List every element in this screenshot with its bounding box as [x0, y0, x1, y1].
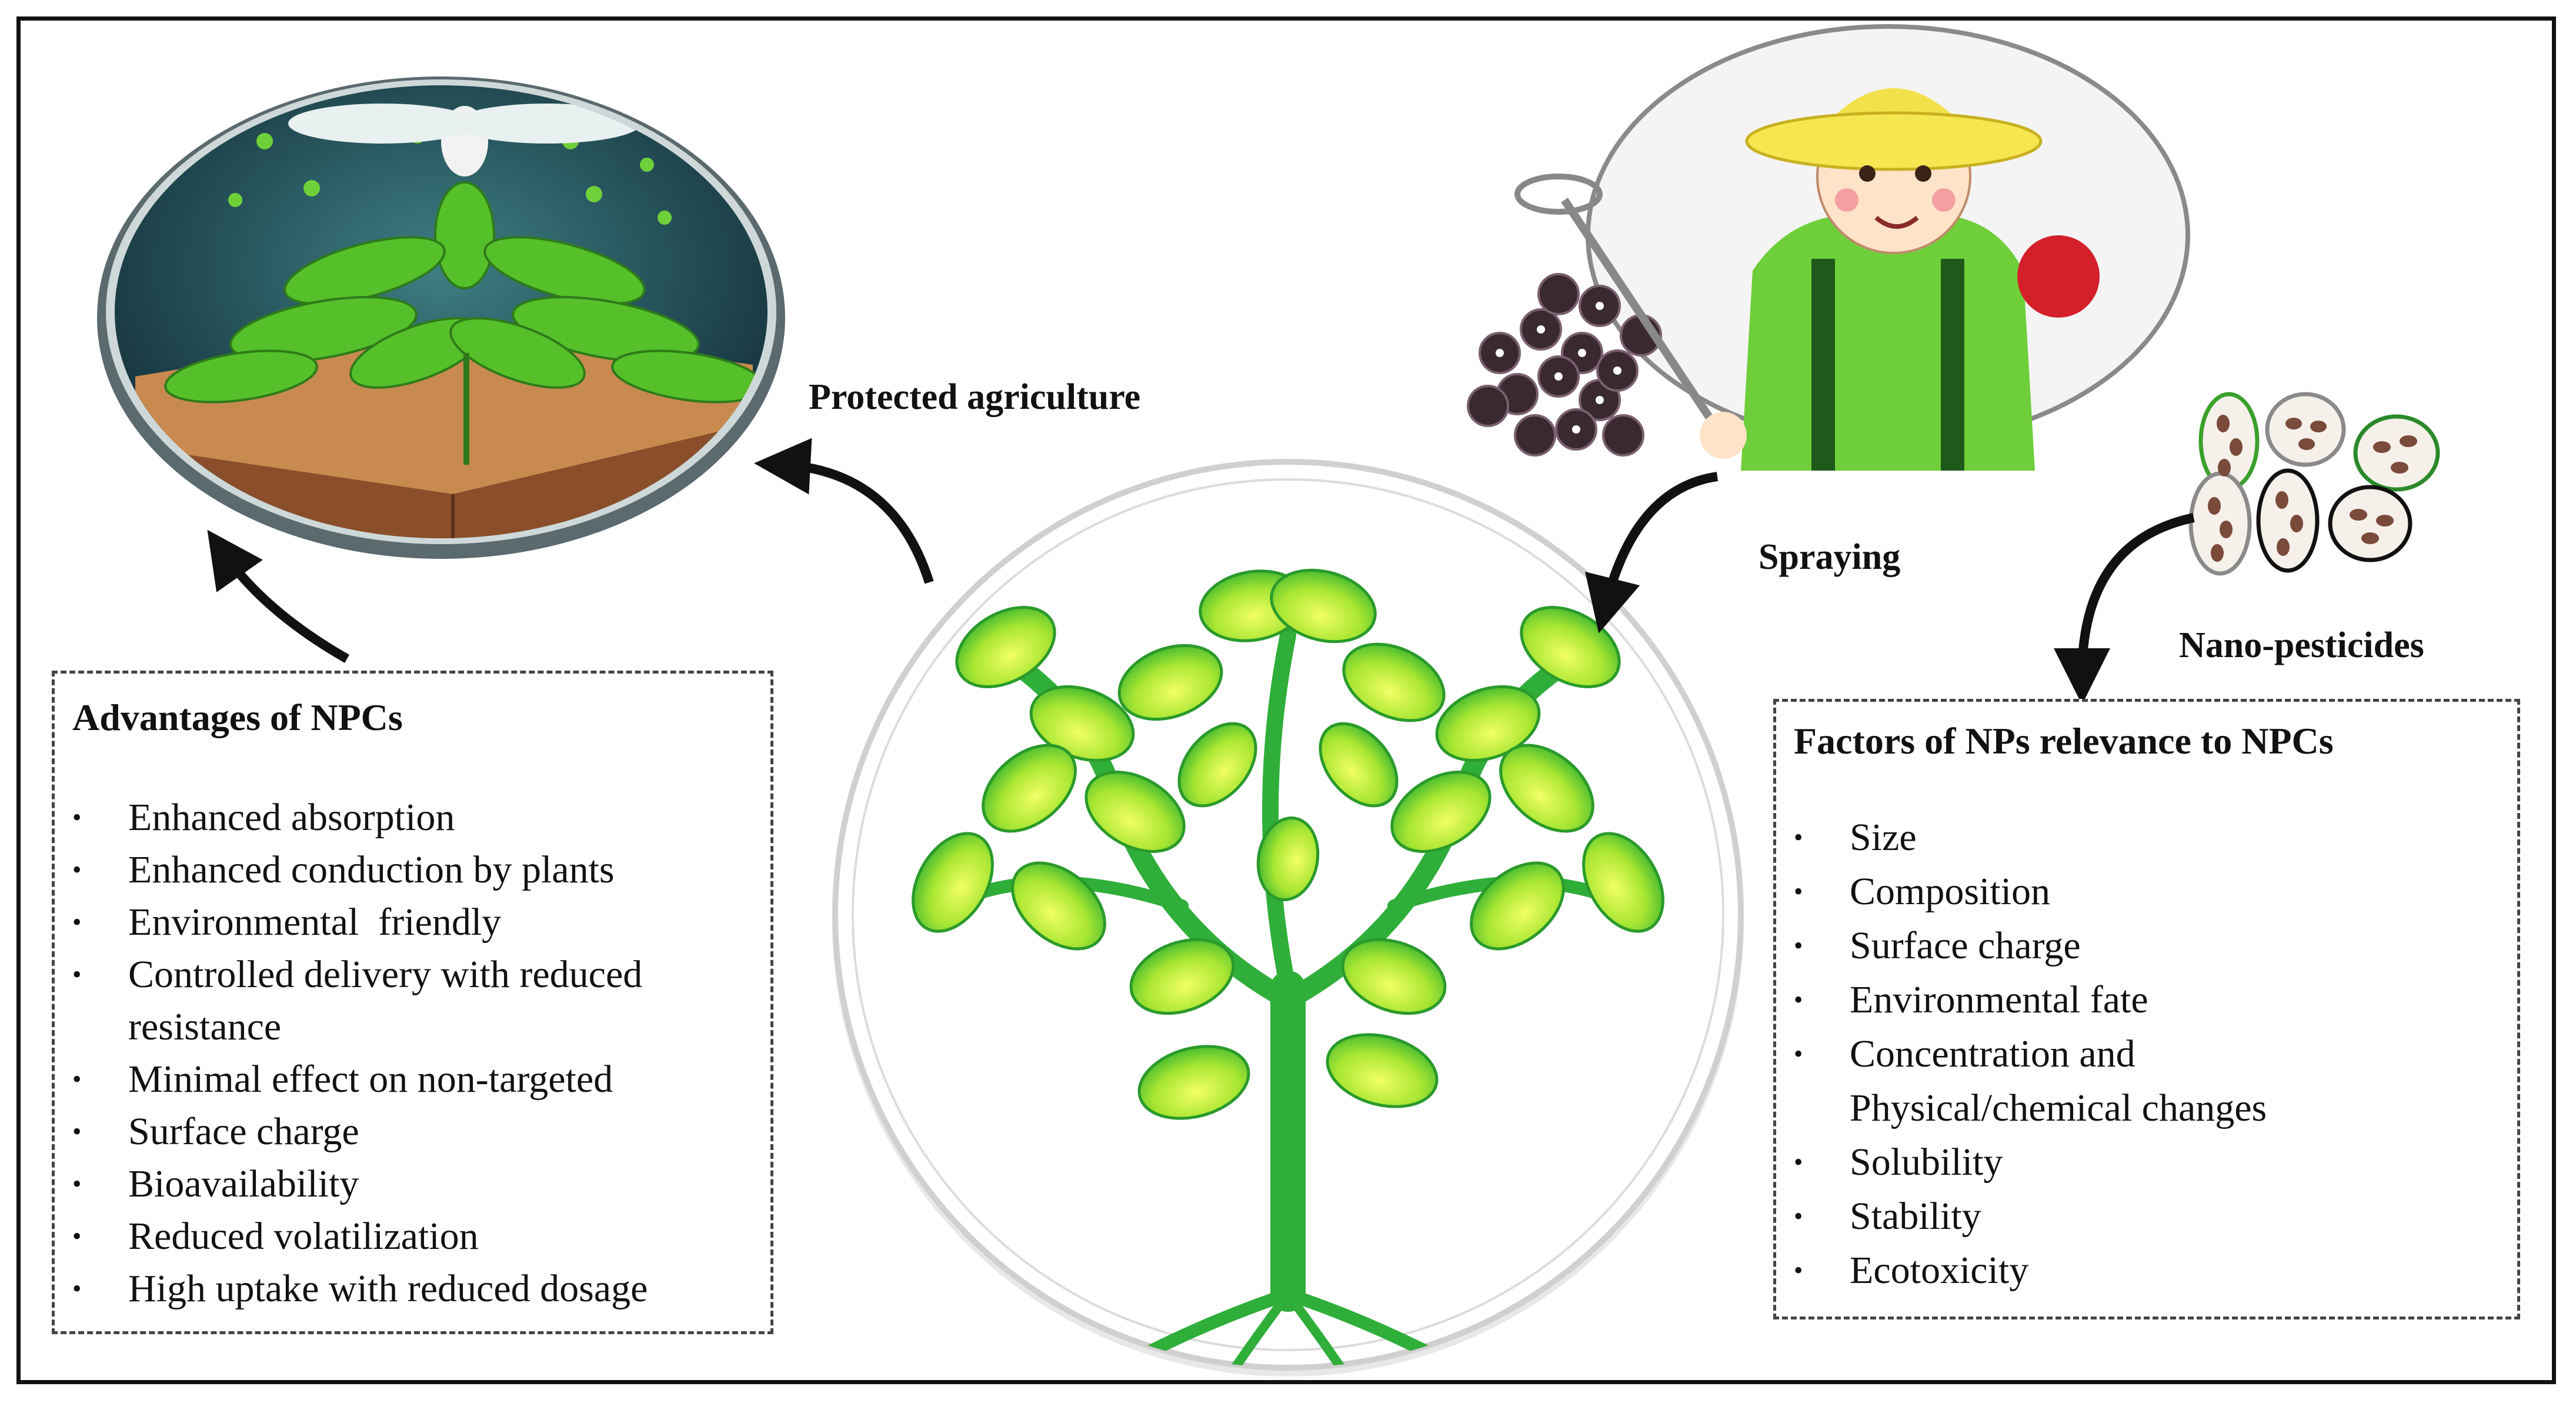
list-item: High uptake with reduced dosage: [72, 1262, 648, 1315]
arrow-nano-to-factors: [2054, 513, 2195, 705]
list-item-text: Stability: [1850, 1195, 1981, 1238]
list-item: Environmental friendly: [72, 896, 648, 948]
nano-pesticides-particles: [2188, 392, 2440, 576]
list-item-text: Controlled delivery with reduced: [128, 953, 643, 996]
list-item: Size: [1794, 811, 2267, 865]
list-item-text: Minimal effect on non-targeted: [128, 1058, 613, 1101]
list-item-continuation: resistance: [128, 1005, 282, 1048]
arrow-spraying-to-tree: [1585, 472, 1719, 634]
advantages-list: Enhanced absorption Enhanced conduction …: [72, 791, 648, 1315]
list-item-text: Bioavailability: [128, 1162, 359, 1205]
list-item: Controlled delivery with reduced resistan…: [72, 948, 648, 1053]
list-item-text: Enhanced conduction by plants: [128, 848, 615, 891]
list-item-text: Reduced volatilization: [128, 1215, 479, 1258]
factors-title: Factors of NPs relevance to NPCs: [1794, 720, 2334, 762]
farmer-spraying-illustration: [1467, 24, 2190, 471]
list-item: Enhanced absorption: [72, 791, 648, 844]
list-item-text: Size: [1850, 816, 1917, 859]
central-tree-illustration: [832, 459, 1744, 1377]
factors-panel: Factors of NPs relevance to NPCs Size Co…: [1773, 699, 2520, 1319]
list-item: Composition: [1794, 865, 2267, 919]
list-item-text: Surface charge: [1850, 924, 2081, 967]
list-item: Surface charge: [1794, 919, 2267, 973]
list-item: Solubility: [1794, 1135, 2267, 1189]
label-spraying: Spraying: [1759, 537, 1901, 577]
protected-agriculture-illustration: [97, 76, 785, 559]
list-item-text: Environmental friendly: [128, 901, 502, 944]
list-item-text: Enhanced absorption: [128, 796, 455, 839]
arrow-advantages-to-agriculture: [207, 529, 349, 663]
label-protected-agriculture: Protected agriculture: [809, 377, 1141, 417]
list-item-continuation: Physical/chemical changes: [1850, 1087, 2267, 1129]
list-item-text: Surface charge: [128, 1110, 359, 1153]
arrow-to-protected-agriculture: [754, 438, 934, 584]
figure-frame: [16, 16, 2556, 1384]
label-nano-pesticides: Nano-pesticides: [2179, 625, 2424, 665]
list-item-text: Solubility: [1850, 1141, 2003, 1184]
list-item-text: Ecotoxicity: [1850, 1249, 2029, 1292]
advantages-panel: Advantages of NPCs Enhanced absorption E…: [52, 671, 773, 1334]
list-item: Enhanced conduction by plants: [72, 844, 648, 896]
list-item: Stability: [1794, 1189, 2267, 1244]
list-item-text: High uptake with reduced dosage: [128, 1267, 648, 1310]
list-item: Bioavailability: [72, 1158, 648, 1210]
list-item: Surface charge: [72, 1105, 648, 1158]
advantages-title: Advantages of NPCs: [72, 696, 403, 738]
list-item: Reduced volatilization: [72, 1210, 648, 1262]
list-item: Minimal effect on non-targeted: [72, 1053, 648, 1105]
list-item-text: Composition: [1850, 870, 2051, 913]
factors-list: Size Composition Surface charge Environm…: [1794, 811, 2267, 1298]
list-item-text: Concentration and: [1850, 1032, 2135, 1075]
list-item-text: Environmental fate: [1850, 978, 2148, 1021]
list-item: Ecotoxicity: [1794, 1244, 2267, 1298]
list-item: Environmental fate: [1794, 973, 2267, 1027]
